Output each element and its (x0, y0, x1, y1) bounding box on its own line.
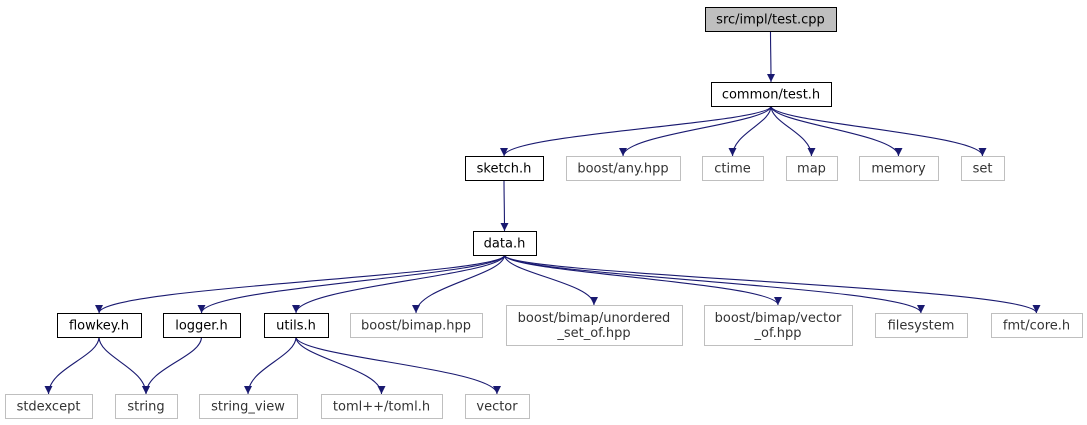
edge-data_h-to-boost_bimap (412, 254, 506, 314)
edge-data_h-to-logger_h (197, 254, 506, 314)
node-box (5, 394, 93, 419)
node-boost-any: boost/any.hpp (566, 156, 681, 181)
node-flowkey-h[interactable]: flowkey.h (57, 313, 142, 338)
node-vector: vector (465, 394, 530, 419)
node-ctime: ctime (702, 156, 764, 181)
node-common-test-h[interactable]: common/test.h (711, 82, 832, 107)
node-map: map (786, 156, 838, 181)
node-box (506, 305, 683, 346)
edge-utils_h-to-vector (295, 336, 501, 395)
node-box (961, 156, 1005, 181)
node-sketch-h[interactable]: sketch.h (465, 156, 544, 181)
node-box (859, 156, 939, 181)
node-boost-bimap: boost/bimap.hpp (350, 313, 483, 338)
node-label: boost/bimap/unordered (518, 311, 671, 326)
edge-data_h-to-fmt_core (503, 254, 1041, 314)
node-label: vector (476, 400, 518, 415)
node-label: map (797, 162, 826, 177)
node-label: sketch.h (477, 162, 532, 177)
node-label: utils.h (276, 319, 316, 334)
node-toml: toml++/toml.h (321, 394, 443, 419)
edge-utils_h-to-string_view (244, 336, 297, 395)
node-label: flowkey.h (69, 319, 129, 334)
node-label: data.h (484, 237, 526, 252)
node-box (711, 82, 832, 107)
node-data-h[interactable]: data.h (473, 231, 537, 256)
edge-data_h-to-bimap_unordered (503, 254, 598, 306)
node-box (702, 156, 764, 181)
node-label: toml++/toml.h (333, 400, 430, 415)
node-label: filesystem (888, 319, 955, 334)
node-label: boost/bimap.hpp (361, 319, 471, 334)
edge-data_h-to-filesystem (503, 254, 925, 314)
node-box (786, 156, 838, 181)
node-box (991, 313, 1083, 338)
node-label: src/impl/test.cpp (716, 13, 825, 28)
node-box (199, 394, 298, 419)
edge-common_test_h-to-memory (770, 105, 903, 157)
node-box (115, 394, 178, 419)
node-box (465, 156, 544, 181)
node-box (321, 394, 443, 419)
node-label: boost/any.hpp (577, 162, 668, 177)
node-box (465, 394, 530, 419)
node-box (566, 156, 681, 181)
node-label: memory (871, 162, 926, 177)
node-label: set (973, 162, 993, 177)
node-label: _set_of.hpp (556, 326, 630, 341)
node-logger-h[interactable]: logger.h (163, 313, 241, 338)
node-label: boost/bimap/vector (715, 311, 842, 326)
node-label: common/test.h (722, 88, 820, 103)
node-set: set (961, 156, 1005, 181)
node-utils-h[interactable]: utils.h (264, 313, 329, 338)
edge-data_h-to-flowkey_h (95, 254, 506, 314)
node-label: stdexcept (17, 400, 81, 415)
node-box (705, 7, 837, 32)
node-bimap-unordered: boost/bimap/unordered_set_of.hpp (506, 305, 683, 346)
node-box (875, 313, 968, 338)
edge-flowkey_h-to-string (98, 336, 150, 395)
node-bimap-vector: boost/bimap/vector_of.hpp (704, 305, 853, 346)
edge-flowkey_h-to-stdexcept (44, 336, 100, 395)
edge-utils_h-to-toml (295, 336, 386, 395)
node-label: ctime (714, 162, 751, 177)
edge-sketch_h-to-data_h (500, 179, 509, 232)
nodes-layer: src/impl/test.cpp common/test.h sketch.h bo… (5, 7, 1083, 419)
edges-layer (44, 30, 1041, 395)
node-box (264, 313, 329, 338)
node-box (704, 305, 853, 346)
edge-test_cpp-to-common_test_h (766, 30, 775, 83)
edge-common_test_h-to-boost_any (619, 105, 772, 157)
node-fmt-core: fmt/core.h (991, 313, 1083, 338)
node-memory: memory (859, 156, 939, 181)
node-label: fmt/core.h (1003, 319, 1070, 334)
edge-common_test_h-to-ctime (728, 105, 772, 157)
node-filesystem: filesystem (875, 313, 968, 338)
node-label: string (127, 400, 164, 415)
node-stdexcept: stdexcept (5, 394, 93, 419)
node-label: string_view (211, 400, 285, 415)
edge-data_h-to-utils_h (292, 254, 506, 314)
node-label: _of.hpp (754, 326, 802, 341)
node-label: logger.h (175, 319, 228, 334)
node-box (163, 313, 241, 338)
edge-common_test_h-to-set (770, 105, 987, 157)
node-string-view: string_view (199, 394, 298, 419)
node-box (350, 313, 483, 338)
node-box (57, 313, 142, 338)
node-string: string (115, 394, 178, 419)
node-box (473, 231, 537, 256)
edge-logger_h-to-string (142, 336, 203, 395)
edge-common_test_h-to-sketch_h (500, 105, 772, 157)
edge-common_test_h-to-map (770, 105, 816, 157)
node-test-cpp: src/impl/test.cpp (705, 7, 837, 32)
